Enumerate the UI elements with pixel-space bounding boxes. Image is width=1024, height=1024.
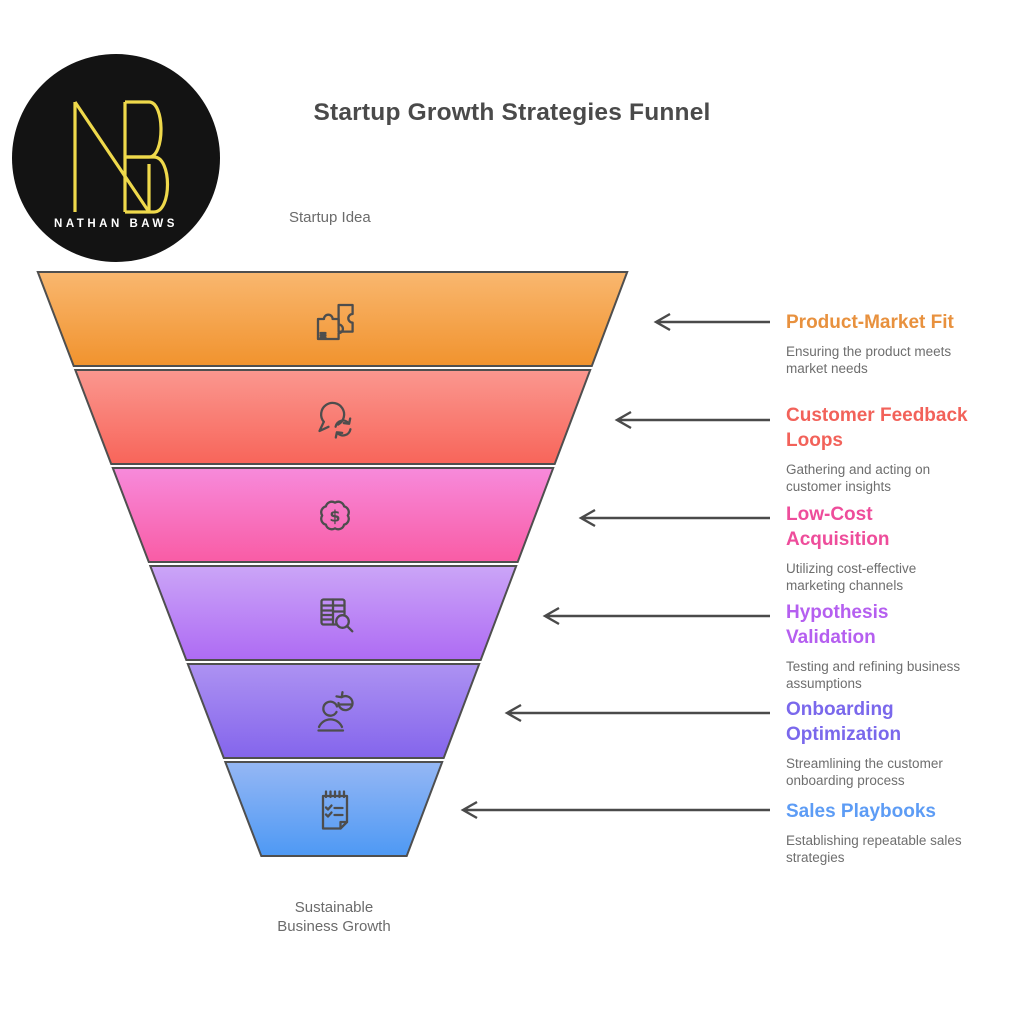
brand-name: NATHAN BAWS xyxy=(54,218,178,230)
funnel-stage-shape-2 xyxy=(73,369,592,465)
stage-annotation: Onboarding Optimization Streamlining the… xyxy=(786,697,986,789)
svg-text:$: $ xyxy=(329,507,340,526)
pointer-arrows xyxy=(460,312,770,820)
funnel-output-label: Sustainable Business Growth xyxy=(277,899,391,935)
stage-label: Onboarding Optimization xyxy=(786,699,902,745)
stage-description: Establishing repeatable sales strategies xyxy=(786,833,962,865)
puzzle-icon xyxy=(316,303,354,341)
user-sync-icon xyxy=(317,691,354,732)
pointer-arrow xyxy=(460,800,770,820)
page-title: Startup Growth Strategies Funnel xyxy=(313,99,711,126)
stage-label: Low-Cost Acquisition xyxy=(786,504,890,550)
nb-monogram-icon xyxy=(73,100,170,214)
stage-description: Testing and refining business assumption… xyxy=(786,659,961,691)
stage-description: Gathering and acting on customer insight… xyxy=(786,462,931,494)
dollar-badge-icon: $ xyxy=(320,500,350,531)
pointer-arrow xyxy=(578,508,770,528)
brand-logo: NATHAN BAWS xyxy=(12,54,220,262)
pointer-arrow xyxy=(504,703,770,723)
stage-annotation: Hypothesis Validation Testing and refini… xyxy=(786,600,986,692)
funnel-stage-shape-3 xyxy=(111,467,555,563)
stage-annotation: Sales Playbooks Establishing repeatable … xyxy=(786,799,986,866)
stage-description: Streamlining the customer onboarding pro… xyxy=(786,756,943,788)
stage-label: Customer Feedback Loops xyxy=(786,405,968,451)
stage-label: Product-Market Fit xyxy=(786,312,954,333)
checklist-icon xyxy=(321,790,349,830)
chat-sync-icon xyxy=(318,401,352,439)
stage-annotation: Customer Feedback Loops Gathering and ac… xyxy=(786,403,986,495)
table-search-icon xyxy=(320,598,354,633)
stage-annotation: Low-Cost Acquisition Utilizing cost-effe… xyxy=(786,502,986,594)
stage-annotation: Product-Market Fit Ensuring the product … xyxy=(786,310,986,377)
stage-label: Sales Playbooks xyxy=(786,801,936,822)
funnel-input-label: Startup Idea xyxy=(289,209,371,226)
pointer-arrow xyxy=(542,606,770,626)
funnel-stage-shape-6 xyxy=(223,761,444,857)
stage-description: Ensuring the product meets market needs xyxy=(786,344,952,376)
stage-label: Hypothesis Validation xyxy=(786,602,889,648)
stage-description: Utilizing cost-effective marketing chann… xyxy=(786,561,917,593)
pointer-arrow xyxy=(653,312,770,332)
funnel-stage-shape-5 xyxy=(186,663,481,759)
pointer-arrow xyxy=(614,410,770,430)
